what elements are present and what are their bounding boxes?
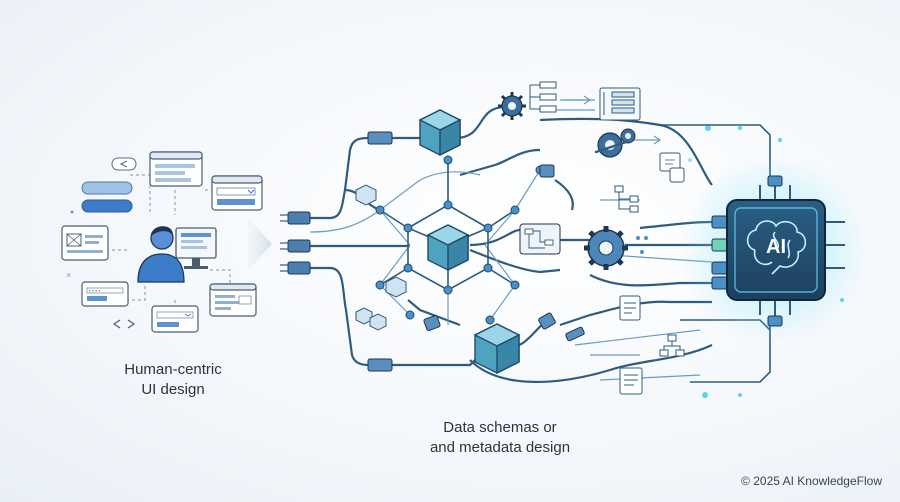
form-window-icon [151,305,199,333]
dropdown-window-icon [211,175,263,211]
list-window-icon [209,283,257,317]
hierarchy-icon [614,185,639,213]
tree-list-icon [529,81,557,113]
usb-plug-icon [565,326,585,342]
document-flow-icon [659,152,685,183]
window-icon [149,151,203,187]
org-chart-icon [659,334,685,357]
image-window-icon [61,225,109,261]
data-cube-center [426,224,470,272]
large-gear-icon [584,226,648,270]
report-icon [619,367,643,395]
transition-arrow [248,218,272,270]
data-caption-line1: Data schemas or [443,419,557,436]
chip-label: AI [766,236,786,258]
human-caption-line2: UI design [141,381,205,398]
ai-chip: AI [679,155,869,345]
data-cube-top [418,109,462,157]
gears-link-icon [594,128,636,158]
brain-icon [746,220,807,275]
data-cube-bottom [473,323,521,375]
human-ui-cluster: × • • • • [61,151,263,333]
back-arrow-pill [111,157,137,171]
small-cubes [355,184,407,331]
left-connectors [280,131,561,372]
toggle-pills [70,181,133,214]
human-ui-caption: Human-centric UI design [98,360,248,400]
data-caption-line2: and metadata design [429,439,571,456]
data-schema-caption: Data schemas or and metadata design [400,418,600,458]
document-icon [619,295,641,321]
login-window-icon: • • • • [81,281,129,307]
svg-text:• • • •: • • • • [89,289,100,295]
person-at-monitor-icon [137,226,217,283]
close-x-glyph: × [66,270,71,280]
human-caption-line1: Human-centric [124,361,222,378]
gear-icon [498,92,526,120]
list-panel-icon [599,87,641,121]
code-chevron-icon [112,319,136,329]
copyright-text: © 2025 AI KnowledgeFlow [741,474,882,488]
